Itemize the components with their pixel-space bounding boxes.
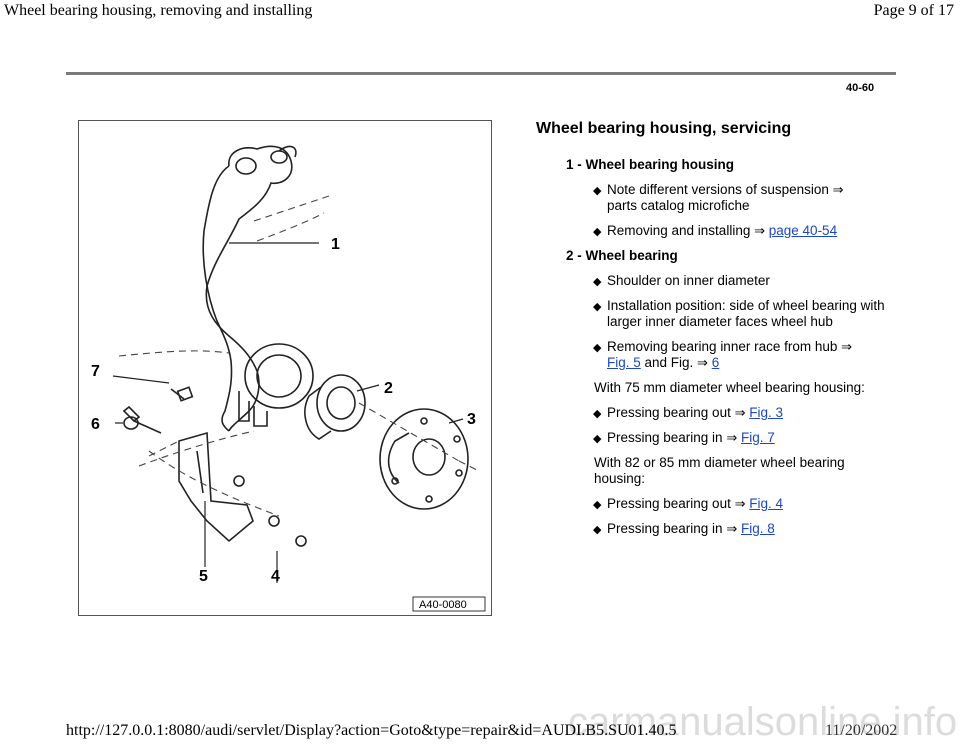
bullet-pressing-out-75: ◆ Pressing bearing out ⇒ Fig. 3 — [593, 405, 784, 420]
watermark: carmanualsonline.info — [568, 700, 958, 744]
bullet-removing-installing: ◆ Removing and installing ⇒ page 40-54 — [593, 223, 838, 238]
bullet-note-versions: ◆ Note different versions of suspension … — [593, 182, 844, 213]
footer-date: 11/20/2002 — [825, 722, 898, 739]
bullet-pressing-out-82: ◆ Pressing bearing out ⇒ Fig. 4 — [593, 496, 784, 511]
diamond-bullet-icon: ◆ — [593, 433, 602, 445]
header-page-indicator: Page 9 of 17 — [873, 2, 954, 19]
header-doc-title: Wheel bearing housing, removing and inst… — [4, 2, 313, 19]
diamond-bullet-icon: ◆ — [593, 408, 602, 420]
header-rule — [66, 72, 896, 75]
note-75mm: With 75 mm diameter wheel bearing housin… — [594, 380, 865, 395]
exploded-view-figure: 1 2 3 4 5 6 7 A40-0080 — [78, 120, 492, 616]
diamond-bullet-icon: ◆ — [593, 499, 602, 511]
link-fig-4[interactable]: Fig. 4 — [749, 496, 784, 511]
bullet-removing-inner-race: ◆ Removing bearing inner race from hub ⇒… — [593, 339, 853, 370]
arrow-icon: ⇒ — [734, 496, 746, 511]
link-page-40-54[interactable]: page 40-54 — [768, 223, 838, 238]
diamond-bullet-icon: ◆ — [593, 524, 602, 536]
link-fig-5[interactable]: Fig. 5 — [607, 355, 641, 370]
link-fig-3[interactable]: Fig. 3 — [749, 405, 784, 420]
content-list: 1 - Wheel bearing housing ◆ Note differe… — [566, 157, 896, 546]
bullet-installation-position: ◆ Installation position: side of wheel b… — [593, 298, 885, 329]
callout-1: 1 — [331, 236, 340, 253]
bullet-pressing-in-75: ◆ Pressing bearing in ⇒ Fig. 7 — [593, 430, 775, 445]
link-fig-7[interactable]: Fig. 7 — [741, 430, 775, 445]
diamond-bullet-icon: ◆ — [593, 226, 602, 238]
diamond-bullet-icon: ◆ — [593, 301, 602, 313]
link-fig-8[interactable]: Fig. 8 — [741, 521, 775, 536]
diamond-bullet-icon: ◆ — [593, 342, 602, 354]
bullet-shoulder: ◆ Shoulder on inner diameter — [593, 273, 770, 288]
diamond-bullet-icon: ◆ — [593, 276, 602, 288]
arrow-icon: ⇒ — [726, 521, 738, 536]
item-label-1: 1 - Wheel bearing housing — [566, 157, 735, 172]
arrow-icon: ⇒ — [726, 430, 738, 445]
diamond-bullet-icon: ◆ — [593, 185, 602, 197]
callout-7: 7 — [91, 363, 100, 380]
arrow-icon: ⇒ — [754, 223, 765, 238]
callout-3: 3 — [467, 411, 476, 428]
item-label-2: 2 - Wheel bearing — [566, 248, 678, 263]
callout-5: 5 — [199, 568, 208, 585]
footer-url: http://127.0.0.1:8080/audi/servlet/Displ… — [66, 722, 677, 739]
note-82-85mm: With 82 or 85 mm diameter wheel bearing … — [594, 455, 845, 486]
callout-6: 6 — [91, 416, 100, 433]
link-fig-6[interactable]: 6 — [711, 355, 720, 370]
callout-4: 4 — [271, 568, 280, 585]
arrow-icon: ⇒ — [734, 405, 746, 420]
callout-2: 2 — [384, 380, 393, 397]
bullet-pressing-in-82: ◆ Pressing bearing in ⇒ Fig. 8 — [593, 521, 775, 536]
figure-code: A40-0080 — [419, 599, 467, 611]
arrow-icon: ⇒ — [841, 339, 853, 354]
arrow-icon: ⇒ — [832, 182, 844, 197]
section-heading: Wheel bearing housing, servicing — [536, 120, 792, 137]
wheel-bearing-housing-drawing: 1 2 3 4 5 6 7 A40-0080 — [91, 145, 486, 612]
arrow-icon: ⇒ — [697, 355, 708, 370]
page-number: 40-60 — [846, 82, 875, 94]
